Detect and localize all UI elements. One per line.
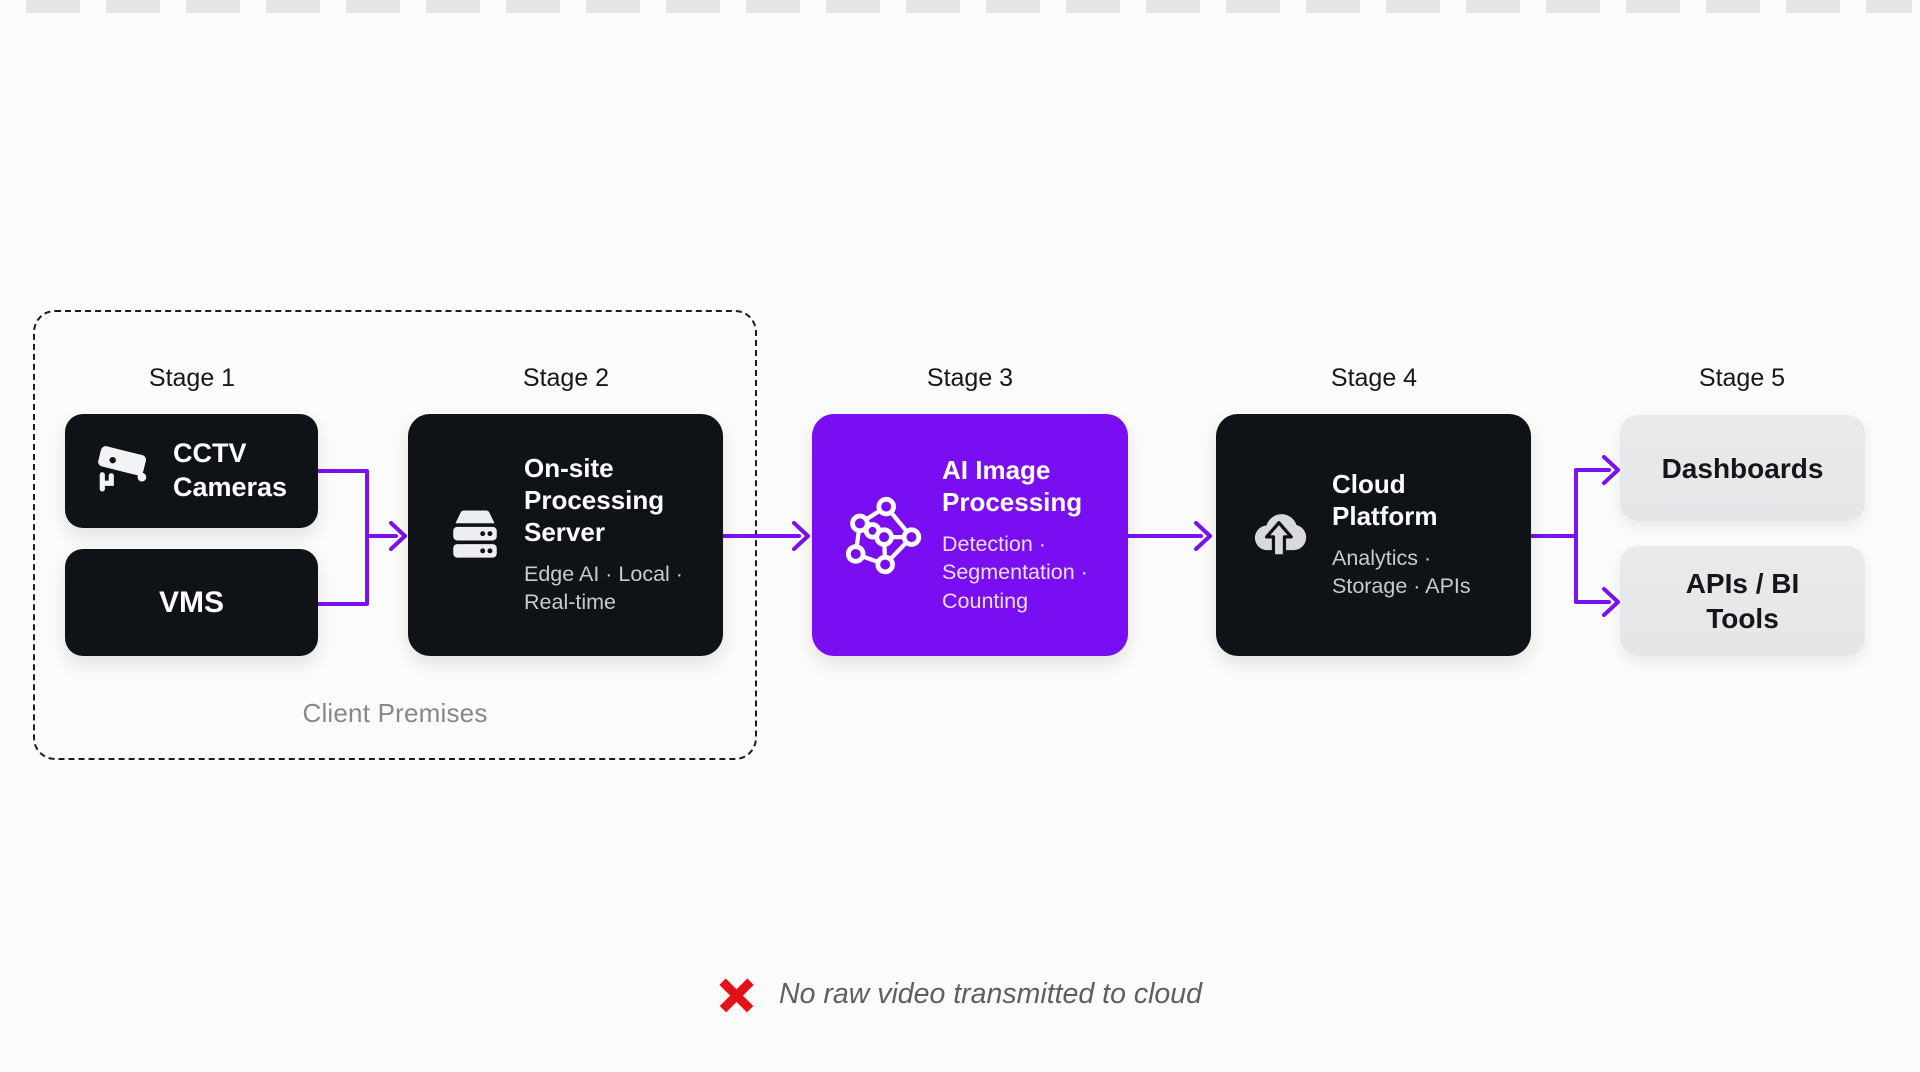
stage-3-label: Stage 3 (926, 364, 1014, 392)
footnote: No raw video transmitted to cloud (718, 976, 1202, 1013)
vms-title: VMS (158, 585, 224, 619)
server-rack-icon (446, 506, 504, 564)
cloud-upload-icon (1242, 502, 1314, 568)
apis-bi-tools-title: APIs / BI Tools (1685, 568, 1800, 634)
stage-4-label: Stage 4 (1330, 364, 1418, 392)
cctv-cameras-title: CCTV Cameras (173, 438, 288, 502)
cloud-platform-box: Cloud Platform Analytics · Storage · API… (1216, 414, 1531, 656)
red-x-icon (718, 976, 755, 1013)
stage-2-label: Stage 2 (522, 364, 610, 392)
apis-bi-tools-box: APIs / BI Tools (1620, 546, 1865, 656)
footnote-text: No raw video transmitted to cloud (779, 978, 1202, 1010)
cctv-camera-icon (91, 441, 157, 501)
cctv-cameras-box: CCTV Cameras (65, 414, 318, 528)
onsite-processing-server-box: On-site Processing Server Edge AI · Loca… (408, 414, 723, 656)
vms-box: VMS (65, 549, 318, 656)
ai-image-processing-title: AI Image Processing (942, 454, 1083, 517)
dashboards-title: Dashboards (1661, 452, 1824, 484)
stage-1-label: Stage 1 (148, 364, 236, 392)
cloud-platform-subtitle: Analytics · Storage · APIs (1332, 545, 1471, 599)
onsite-server-subtitle: Edge AI · Local · Real-time (524, 561, 683, 615)
cloud-platform-title: Cloud Platform (1332, 468, 1438, 531)
ai-image-processing-subtitle: Detection · Segmentation · Counting (942, 531, 1088, 613)
client-premises-label: Client Premises (302, 698, 488, 728)
stage-5-label: Stage 5 (1698, 364, 1786, 392)
dashboards-box: Dashboards (1620, 415, 1865, 521)
ai-image-processing-box: AI Image Processing Detection · Segmenta… (812, 414, 1128, 656)
onsite-server-title: On-site Processing Server (524, 452, 665, 547)
top-edge-artifact (26, 0, 1912, 13)
neural-network-icon (842, 495, 922, 575)
